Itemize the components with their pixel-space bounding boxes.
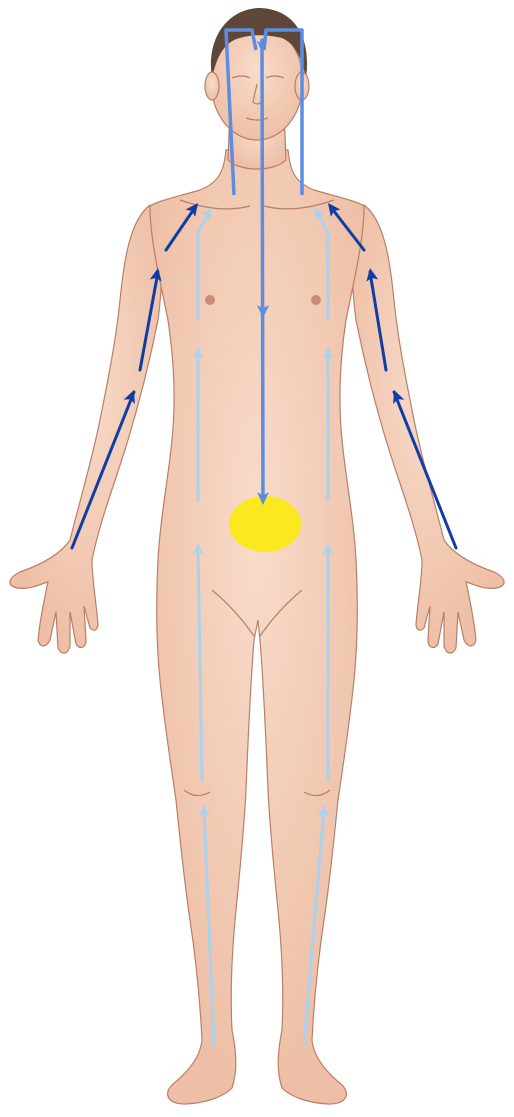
right-arm (352, 205, 504, 653)
left-nipple (205, 295, 215, 305)
human-body-figure (10, 8, 504, 1104)
torso-and-legs (150, 150, 364, 1104)
right-nipple (311, 295, 321, 305)
yellow-circle-center-spot (229, 496, 301, 552)
left-ear (205, 72, 219, 100)
center-descending-line (262, 40, 263, 500)
left-arm (10, 205, 162, 653)
